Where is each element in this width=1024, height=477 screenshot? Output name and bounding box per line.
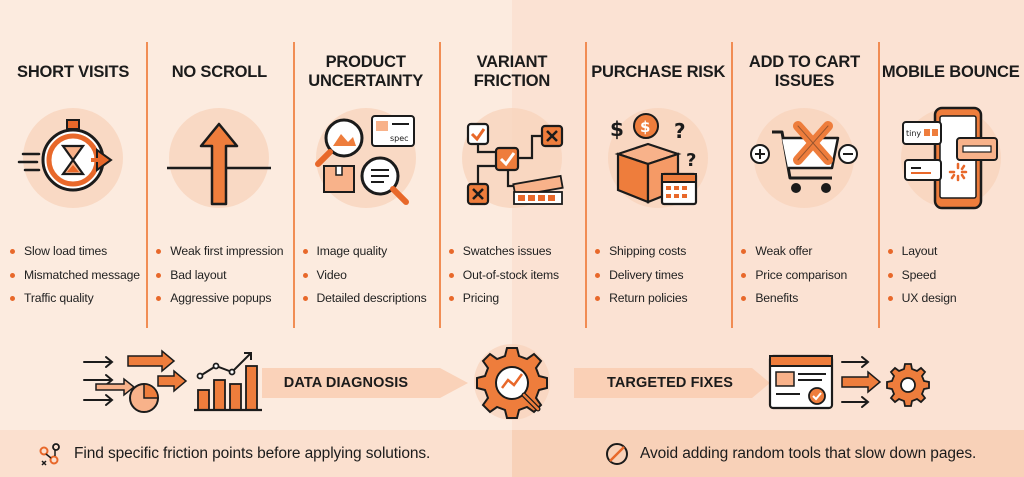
- list-item: UX design: [887, 287, 1024, 311]
- friction-points-icon: [39, 442, 60, 466]
- svg-text:$: $: [640, 118, 650, 136]
- footer-tip-right: Avoid adding random tools that slow down…: [512, 430, 1024, 477]
- column-add-to-cart-issues: ADD TO CART ISSUES Weak offer Price comp…: [731, 0, 877, 335]
- column-title: PURCHASE RISK: [591, 62, 726, 81]
- column-mobile-bounce: MOBILE BOUNCE tiny: [877, 0, 1024, 335]
- tiny-label: tiny: [906, 129, 921, 138]
- gear-analysis-icon: [474, 344, 550, 420]
- stopwatch-hourglass-icon: [0, 102, 146, 230]
- column-purchase-risk: PURCHASE RISK $ $ ? ? Shipping costs Del…: [585, 0, 731, 335]
- list-item: Speed: [887, 264, 1024, 288]
- column-title: VARIANT FRICTION: [473, 53, 551, 90]
- bar-chart-icon: [194, 352, 262, 412]
- list-item: Delivery times: [595, 264, 731, 288]
- diagnosis-banner-arrow: [262, 368, 468, 398]
- footer-right-text: Avoid adding random tools that slow down…: [640, 444, 977, 462]
- column-title: PRODUCT UNCERTAINTY: [308, 53, 424, 90]
- list-item: Image quality: [302, 240, 439, 264]
- friction-columns: SHORT VISITS Slow load times Mismatched …: [0, 0, 1024, 335]
- cart-x-icon: [731, 102, 877, 230]
- prohibited-icon: [606, 442, 628, 465]
- gear-icon: [886, 363, 930, 407]
- bullet-list: Layout Speed UX design: [878, 240, 1024, 311]
- targeted-fixes-label: TARGETED FIXES: [606, 375, 733, 391]
- column-product-uncertainty: PRODUCT UNCERTAINTY spec Image quality V…: [292, 0, 439, 335]
- list-item: Benefits: [741, 287, 877, 311]
- fixes-banner-arrow: [574, 368, 770, 398]
- column-no-scroll: NO SCROLL Weak first impression Bad layo…: [146, 0, 292, 335]
- bullet-list: Weak first impression Bad layout Aggress…: [146, 240, 292, 311]
- background-left: [0, 0, 512, 430]
- svg-text:$: $: [610, 117, 624, 141]
- variant-flow-icon: [439, 102, 585, 230]
- column-title: MOBILE BOUNCE: [881, 62, 1020, 81]
- bullet-list: Shipping costs Delivery times Return pol…: [585, 240, 731, 311]
- footer: Find specific friction points before app…: [0, 430, 1024, 477]
- list-item: Pricing: [448, 287, 585, 311]
- svg-text:?: ?: [674, 119, 686, 143]
- list-item: Video: [302, 264, 439, 288]
- background-right: [512, 0, 1024, 430]
- list-item: Shipping costs: [595, 240, 731, 264]
- footer-tip-left: Find specific friction points before app…: [0, 430, 512, 477]
- spec-label: spec: [390, 134, 409, 143]
- list-item: Bad layout: [156, 264, 292, 288]
- output-arrows-icon: [841, 356, 870, 408]
- bullet-list: Slow load times Mismatched message Traff…: [0, 240, 146, 311]
- list-item: Slow load times: [9, 240, 146, 264]
- column-variant-friction: VARIANT FRICTION: [438, 0, 585, 335]
- list-item: Weak first impression: [156, 240, 292, 264]
- list-item: Aggressive popups: [156, 287, 292, 311]
- pie-chart-icon: [129, 383, 159, 413]
- bullet-list: Weak offer Price comparison Benefits: [731, 240, 877, 311]
- list-item: Price comparison: [741, 264, 877, 288]
- list-item: Weak offer: [741, 240, 877, 264]
- list-item: Swatches issues: [448, 240, 585, 264]
- column-title: ADD TO CART ISSUES: [748, 53, 861, 90]
- input-arrows-icon: [83, 356, 114, 406]
- magnifier-product-icon: spec: [293, 102, 439, 230]
- svg-text:?: ?: [686, 150, 696, 171]
- list-item: Mismatched message: [9, 264, 146, 288]
- bullet-list: Swatches issues Out-of-stock items Prici…: [439, 240, 585, 311]
- up-arrow-icon: [146, 102, 292, 230]
- list-item: Detailed descriptions: [302, 287, 439, 311]
- browser-window-icon: [768, 354, 834, 410]
- diagnosis-flow: DATA DIAGNOSIS TARGETED FIXES: [0, 340, 1024, 430]
- list-item: Out-of-stock items: [448, 264, 585, 288]
- column-title: SHORT VISITS: [17, 62, 130, 81]
- list-item: Layout: [887, 240, 1024, 264]
- column-short-visits: SHORT VISITS Slow load times Mismatched …: [0, 0, 146, 335]
- bullet-list: Image quality Video Detailed description…: [293, 240, 439, 311]
- list-item: Traffic quality: [9, 287, 146, 311]
- data-diagnosis-label: DATA DIAGNOSIS: [283, 375, 409, 391]
- mobile-phone-icon: tiny: [878, 102, 1024, 230]
- box-dollar-icon: $ $ ? ?: [585, 102, 731, 230]
- list-item: Return policies: [595, 287, 731, 311]
- footer-left-text: Find specific friction points before app…: [74, 444, 431, 462]
- column-title: NO SCROLL: [171, 62, 268, 81]
